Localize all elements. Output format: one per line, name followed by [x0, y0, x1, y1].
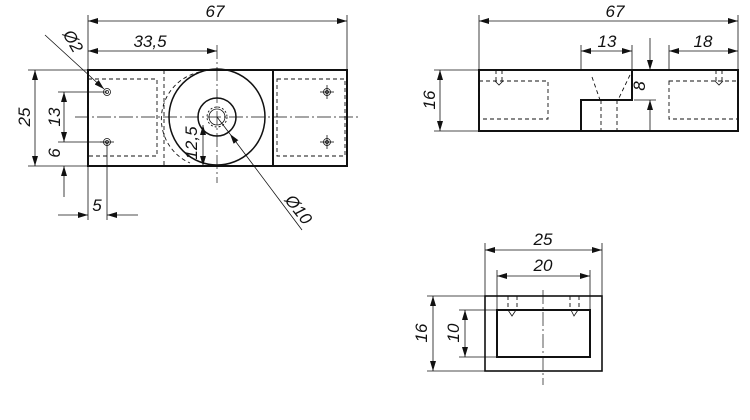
- dim-16-section: 16: [412, 323, 431, 342]
- dim-18: 18: [694, 32, 713, 51]
- top-view: 67 33,5 25 13 6 5 12,5 Ø2 Ø10: [15, 2, 360, 231]
- dim-dia-10: Ø10: [280, 190, 316, 228]
- hidden-pocket-left: [87, 78, 158, 157]
- hidden-pocket-right: [276, 78, 346, 157]
- bore-circle: [197, 97, 237, 137]
- dim-8: 8: [630, 81, 649, 91]
- dim-13-top: 13: [45, 107, 64, 126]
- dim-10: 10: [444, 323, 463, 342]
- dim-25-top: 25: [15, 107, 34, 127]
- dim-5: 5: [92, 196, 102, 215]
- dim-6: 6: [45, 148, 64, 158]
- dim-33-5: 33,5: [133, 32, 167, 51]
- dim-20: 20: [533, 256, 553, 275]
- dim-67-front: 67: [606, 2, 625, 21]
- hidden-arc: [160, 71, 201, 164]
- dim-25-section: 25: [533, 230, 553, 249]
- dim-67-top: 67: [206, 2, 225, 21]
- large-arc: [168, 68, 266, 166]
- front-view: 67 13 18 8 16: [420, 2, 739, 132]
- dim-16-front: 16: [420, 90, 439, 109]
- dim-dia-2: Ø2: [58, 26, 87, 56]
- section-view: 25 20 16 10: [412, 230, 603, 385]
- dim-13-front: 13: [598, 32, 617, 51]
- dim-12-5: 12,5: [182, 126, 201, 160]
